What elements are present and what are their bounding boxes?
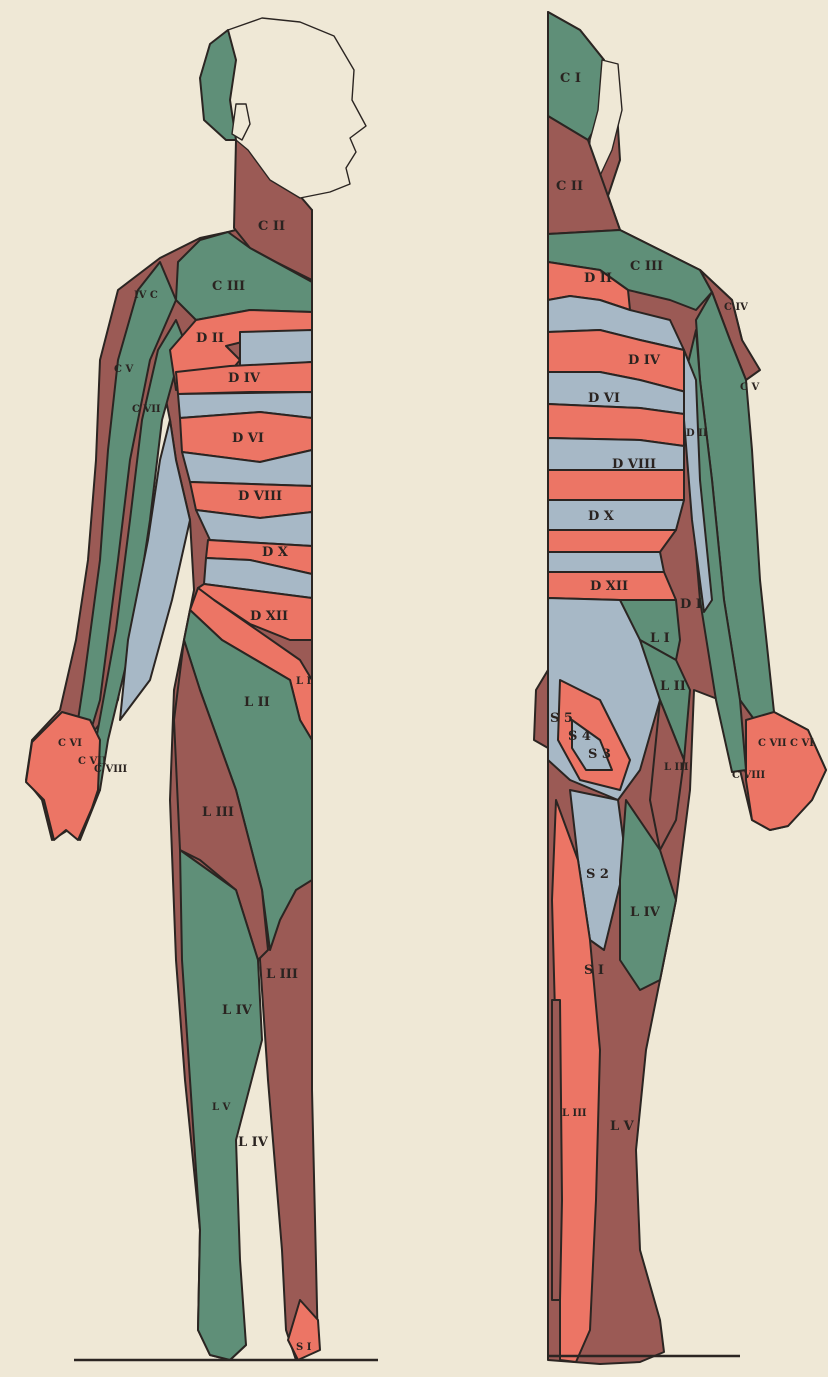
label-front-c6: C VI — [58, 738, 82, 749]
back-l3-leg-strip — [552, 1000, 562, 1300]
label-front-d6: D VI — [232, 431, 264, 446]
label-back-s2: S 2 — [586, 867, 609, 882]
label-back-d2-arm: D II — [686, 428, 708, 439]
label-back-s3: S 3 — [588, 747, 611, 762]
label-back-c5: C V — [740, 382, 759, 393]
label-back-d12: D XII — [590, 579, 628, 594]
label-back-d2: D II — [584, 271, 612, 286]
label-front-l1: L I — [296, 676, 312, 687]
label-back-l4: L IV — [630, 905, 661, 920]
label-front-d10: D X — [262, 545, 289, 560]
label-front-d8: D VIII — [238, 489, 282, 504]
label-front-c3: C III — [212, 279, 245, 294]
front-scalp-c2 — [200, 30, 236, 140]
label-back-d8: D VIII — [612, 457, 656, 472]
back-d10-band — [548, 530, 676, 552]
label-back-l5: L V — [610, 1119, 635, 1134]
label-back-c4: C IV — [724, 302, 748, 313]
label-back-s1: S I — [584, 963, 604, 978]
back-d11-band — [548, 552, 664, 572]
label-front-l4: L IV — [222, 1003, 253, 1018]
label-back-c2: C II — [556, 179, 583, 194]
label-back-c3: C III — [630, 259, 663, 274]
label-front-c2: C II — [258, 219, 285, 234]
label-back-c1: C I — [560, 71, 581, 86]
label-front-l3: L III — [202, 805, 234, 820]
label-front-d12: D XII — [250, 609, 288, 624]
label-front-l4-shin: L IV — [238, 1135, 269, 1150]
back-s5-zone — [534, 670, 548, 748]
label-back-c7: C VII — [758, 738, 787, 749]
front-hand — [26, 712, 100, 840]
label-back-c8: C VIII — [732, 770, 766, 781]
label-back-d10: D X — [588, 509, 615, 524]
label-front-c7: C VII — [132, 404, 161, 415]
label-front-l5: L V — [212, 1102, 231, 1113]
label-back-l3: L III — [664, 762, 689, 773]
label-back-d4: D IV — [628, 353, 661, 368]
front-figure — [26, 18, 366, 1360]
label-back-c6: C VI — [790, 738, 814, 749]
back-d9-band — [548, 500, 684, 530]
label-back-l2: L II — [660, 679, 686, 694]
label-front-l2: L II — [244, 695, 270, 710]
back-d8-band — [548, 470, 684, 500]
label-back-d1: D I — [680, 597, 702, 612]
label-back-d6: D VI — [588, 391, 620, 406]
label-back-s5: S 5 — [550, 711, 573, 726]
label-front-c8: C VIII — [94, 764, 128, 775]
label-back-s4: S 4 — [568, 729, 591, 744]
label-front-d2: D II — [196, 331, 224, 346]
label-front-d4: D IV — [228, 371, 261, 386]
label-front-l3-knee: L III — [266, 967, 298, 982]
label-front-c4: IV C — [134, 290, 158, 301]
label-front-c5: C V — [114, 364, 133, 375]
label-front-s1: S I — [296, 1342, 312, 1353]
label-back-l3-leg: L III — [562, 1108, 587, 1119]
label-back-l1: L I — [650, 631, 670, 646]
